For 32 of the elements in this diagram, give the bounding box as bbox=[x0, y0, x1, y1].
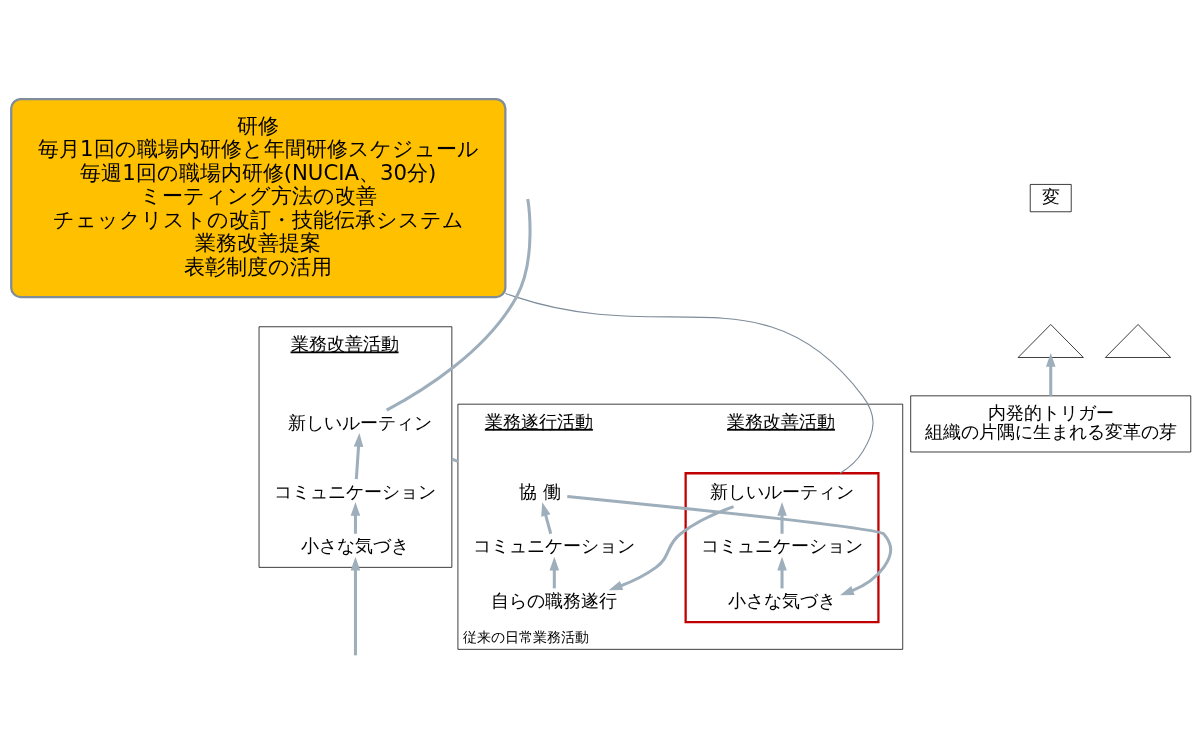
label: 業務遂行活動 bbox=[484, 410, 593, 432]
node-text: 自らの職務遂行 bbox=[491, 589, 618, 611]
node-text: 新しいルーティン bbox=[288, 411, 432, 433]
arrow bbox=[350, 556, 361, 656]
arrow bbox=[777, 556, 787, 589]
connector bbox=[504, 292, 874, 474]
node-text: 新しいルーティン bbox=[710, 480, 855, 502]
node-text: 小さな気づき bbox=[301, 535, 410, 557]
node-text: 協 働 bbox=[519, 480, 561, 502]
arrow bbox=[777, 502, 787, 534]
node-triangle bbox=[1105, 324, 1172, 358]
connector bbox=[385, 198, 532, 412]
label: 業務改善活動 bbox=[290, 333, 399, 355]
cluster bbox=[258, 326, 453, 568]
arrow bbox=[541, 502, 553, 535]
arrow bbox=[350, 502, 361, 534]
label: 業務改善活動 bbox=[727, 410, 835, 432]
node-box: 変 bbox=[1029, 184, 1072, 213]
node-box: 内発的トリガー 組織の片隅に生まれる変革の芽 bbox=[910, 395, 1192, 453]
cluster bbox=[684, 472, 880, 624]
arrow bbox=[549, 556, 560, 589]
arrow bbox=[1045, 353, 1056, 396]
node-text: 小さな気づき bbox=[728, 589, 837, 611]
arrow bbox=[353, 433, 364, 480]
node-box: 研修 毎月1回の職場内研修と年間研修スケジュール 毎週1回の職場内研修(NUCIA、30分) ミーティング方法の改善 チェックリストの改訂・技能伝承システム 業務改善提案 表彰制度の活用 bbox=[10, 97, 507, 299]
node-text: コミュニケーション bbox=[274, 480, 437, 502]
node-triangle bbox=[1017, 324, 1084, 358]
connector bbox=[451, 457, 459, 463]
arrow bbox=[567, 494, 893, 596]
node-text: コミュニケーション bbox=[473, 535, 636, 557]
arrow bbox=[608, 505, 735, 591]
node-text: コミュニケーション bbox=[701, 535, 864, 557]
